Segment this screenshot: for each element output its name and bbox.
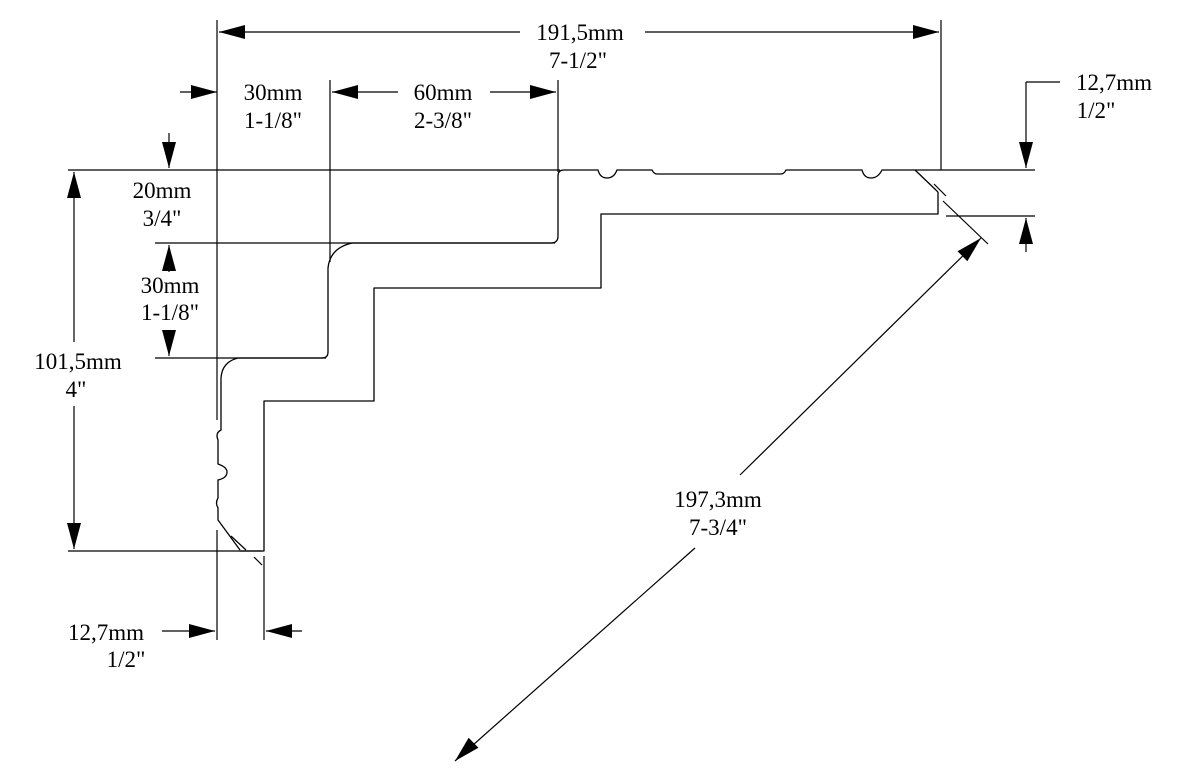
- step-height-1-imperial: 3/4": [143, 206, 182, 231]
- diagonal-metric: 197,3mm: [674, 487, 762, 512]
- step-width-1-metric: 30mm: [244, 80, 303, 105]
- molding-profile: [215, 169, 939, 552]
- overall-width-metric: 191,5mm: [536, 20, 624, 45]
- overall-height-metric: 101,5mm: [34, 349, 122, 374]
- thickness-right-imperial: 1/2": [1077, 98, 1116, 123]
- overall-height-imperial: 4": [66, 377, 87, 402]
- extension-lines: [68, 20, 1035, 640]
- thickness-bottom-metric: 12,7mm: [68, 620, 144, 645]
- dimension-lines: [67, 25, 1060, 766]
- thickness-right-metric: 12,7mm: [1076, 70, 1152, 95]
- dimension-labels: 191,5mm 7-1/2" 30mm 1-1/8" 60mm 2-3/8" 1…: [34, 20, 1152, 672]
- diagonal-imperial: 7-3/4": [689, 515, 747, 540]
- step-width-2-imperial: 2-3/8": [414, 108, 472, 133]
- thickness-bottom-imperial: 1/2": [107, 647, 146, 672]
- overall-width-imperial: 7-1/2": [549, 48, 607, 73]
- profile-outer-edge: [215, 169, 939, 551]
- step-height-1-metric: 20mm: [133, 178, 192, 203]
- step-height-2-metric: 30mm: [141, 273, 200, 298]
- step-width-1-imperial: 1-1/8": [244, 108, 302, 133]
- step-width-2-metric: 60mm: [414, 80, 473, 105]
- profile-inner-edge: [240, 192, 939, 552]
- step-height-2-imperial: 1-1/8": [141, 300, 199, 325]
